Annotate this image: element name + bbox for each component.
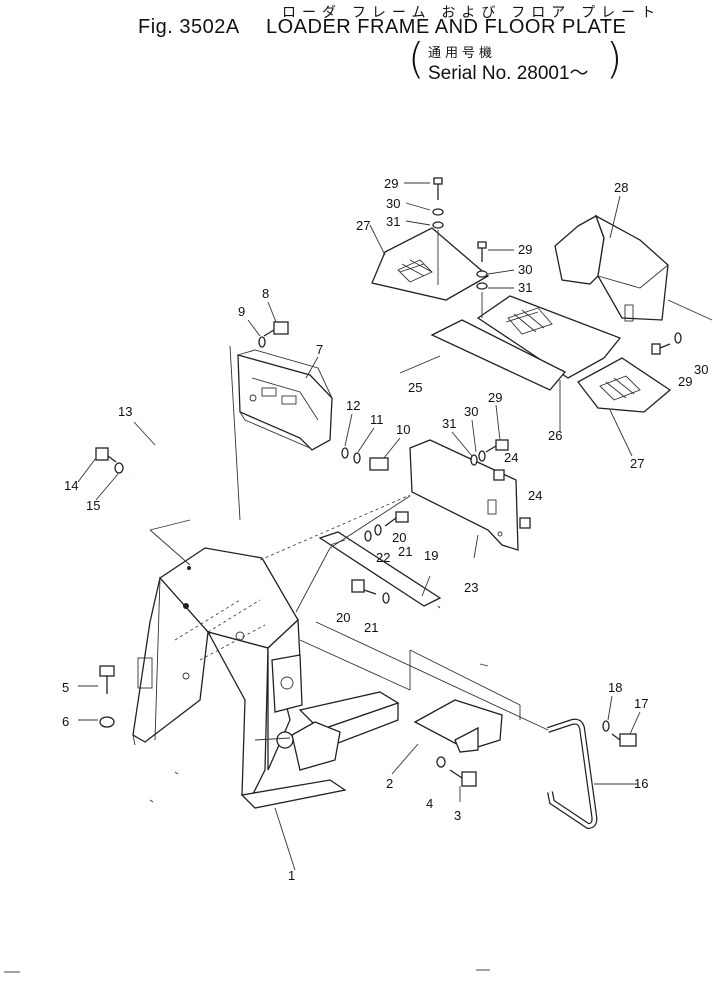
callout-14: 14 <box>64 478 78 493</box>
handrail-13 <box>128 437 235 522</box>
serial-bracket-right: ) <box>606 34 623 83</box>
callout-4: 4 <box>426 796 433 811</box>
callout-24-lower: 24 <box>528 488 542 503</box>
callout-21-upper: 21 <box>398 544 412 559</box>
title-japanese: ローダ フレーム および フロア プレート <box>282 4 662 20</box>
callout-13: 13 <box>118 404 132 419</box>
callout-30-mid: 30 <box>518 262 532 277</box>
callout-19: 19 <box>424 548 438 563</box>
callout-28: 28 <box>614 180 628 195</box>
callout-15: 15 <box>86 498 100 513</box>
callout-10: 10 <box>396 422 410 437</box>
callout-5: 5 <box>62 680 69 695</box>
callout-3: 3 <box>454 808 461 823</box>
callout-16: 16 <box>634 776 648 791</box>
part-19-plate <box>318 531 442 607</box>
callout-23: 23 <box>464 580 478 595</box>
bolts-and-washers <box>95 177 682 787</box>
serial-number-range: Serial No. 28001～ <box>428 63 589 84</box>
callout-labels: 1 2 3 4 5 6 7 8 9 10 11 12 13 14 15 16 1… <box>62 176 708 883</box>
callout-31-plate23: 31 <box>442 416 456 431</box>
title-english: LOADER FRAME AND FLOOR PLATE <box>266 16 627 38</box>
callout-24-upper: 24 <box>504 450 518 465</box>
callout-7: 7 <box>316 342 323 357</box>
handrail-16 <box>547 718 598 830</box>
loader-frame <box>132 547 400 809</box>
callout-30-plate23: 30 <box>464 404 478 419</box>
callout-8: 8 <box>262 286 269 301</box>
floor-plate-25 <box>430 319 567 391</box>
callout-18: 18 <box>608 680 622 695</box>
serial-applicability-japanese: 通用号機 <box>428 45 497 60</box>
callout-6: 6 <box>62 714 69 729</box>
figure-number: Fig. 3502A <box>138 16 240 38</box>
floor-plate-27-lower <box>577 357 672 413</box>
callout-17: 17 <box>634 696 648 711</box>
part-23-plate <box>409 439 519 551</box>
serial-bracket-left: ( <box>408 34 425 83</box>
callout-31-top: 31 <box>386 214 400 229</box>
callout-22: 22 <box>376 550 390 565</box>
leader-lines <box>4 195 713 973</box>
floor-plate-27-upper <box>371 227 490 301</box>
callout-27-lower: 27 <box>630 456 644 471</box>
callout-11: 11 <box>370 412 384 427</box>
callout-30-right: 30 <box>694 362 708 377</box>
callout-20-upper: 20 <box>392 530 406 545</box>
callout-31-mid: 31 <box>518 280 532 295</box>
part-7-bracket <box>237 349 333 451</box>
callout-30-top: 30 <box>386 196 400 211</box>
label-ticks <box>77 182 641 735</box>
callout-29-mid: 29 <box>518 242 532 257</box>
callout-20-lower: 20 <box>336 610 350 625</box>
part-2-bracket <box>413 699 503 753</box>
callout-29-right: 29 <box>678 374 692 389</box>
callout-29-top: 29 <box>384 176 398 191</box>
callout-29-plate23: 29 <box>488 390 502 405</box>
callout-9: 9 <box>238 304 245 319</box>
callout-26: 26 <box>548 428 562 443</box>
callout-25: 25 <box>408 380 422 395</box>
part-28-cover <box>554 214 669 322</box>
callout-21-lower: 21 <box>364 620 378 635</box>
callout-12: 12 <box>346 398 360 413</box>
callout-2: 2 <box>386 776 393 791</box>
callout-1: 1 <box>288 868 295 883</box>
callout-27-upper: 27 <box>356 218 370 233</box>
